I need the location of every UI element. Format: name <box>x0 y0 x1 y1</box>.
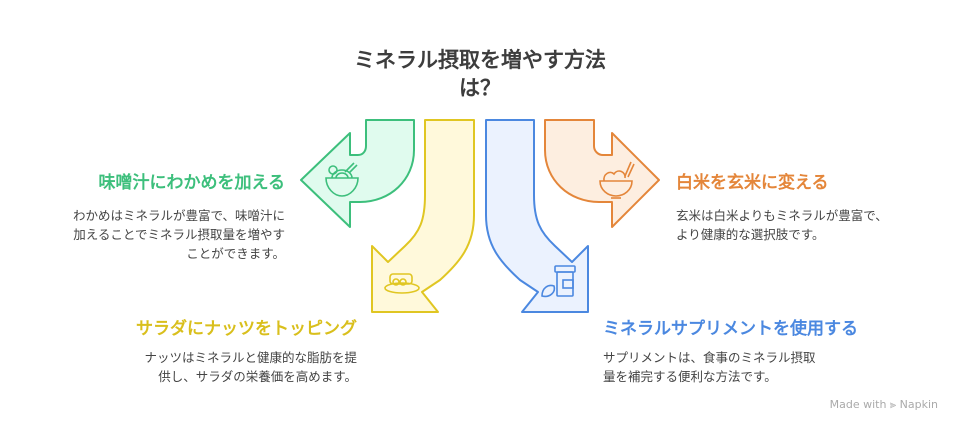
snack-plate-icon <box>384 273 420 294</box>
item-label-nuts: サラダにナッツをトッピング <box>136 319 357 339</box>
green-arrow <box>300 119 415 228</box>
item-label-miso: 味噌汁にわかめを加える <box>98 173 286 193</box>
title-line-2: は？ <box>459 76 501 100</box>
desc-line: サプリメントは、食事のミネラル摂取 <box>603 350 816 365</box>
desc-line: わかめはミネラルが豊富で、味噌汁に <box>72 208 285 223</box>
desc-line: 加えることでミネラル摂取量を増やす <box>73 227 285 242</box>
title-line-1: ミネラル摂取を増やす方法 <box>354 48 606 72</box>
desc-line: 量を補完する便利な方法です。 <box>603 369 777 384</box>
napkin-watermark: Made with ⫸ Napkin <box>829 398 938 411</box>
desc-line: ことができます。 <box>186 246 285 261</box>
page-title: ミネラル摂取を増やす方法 は？ <box>280 46 680 102</box>
item-label-supplement: ミネラルサプリメントを使用する <box>603 319 858 339</box>
item-desc-nuts: ナッツはミネラルと健康的な脂肪を提 供し、サラダの栄養価を高めます。 <box>144 348 357 386</box>
desc-line: 玄米は白米よりもミネラルが豊富で、 <box>676 208 888 223</box>
item-desc-brown-rice: 玄米は白米よりもミネラルが豊富で、 より健康的な選択肢です。 <box>676 206 888 244</box>
item-desc-miso: わかめはミネラルが豊富で、味噌汁に 加えることでミネラル摂取量を増やす ことがで… <box>73 206 285 263</box>
desc-line: より健康的な選択肢です。 <box>676 227 825 242</box>
desc-line: 供し、サラダの栄養価を高めます。 <box>158 369 357 384</box>
yellow-arrow <box>371 119 475 313</box>
blue-arrow <box>485 119 589 313</box>
orange-arrow <box>544 119 660 228</box>
rice-bowl-icon <box>599 161 635 199</box>
item-label-brown-rice: 白米を玄米に変える <box>676 173 829 193</box>
noodle-bowl-icon <box>325 162 359 197</box>
desc-line: ナッツはミネラルと健康的な脂肪を提 <box>144 350 357 365</box>
supplement-jar-icon <box>541 265 576 298</box>
item-desc-supplement: サプリメントは、食事のミネラル摂取 量を補完する便利な方法です。 <box>603 348 816 386</box>
